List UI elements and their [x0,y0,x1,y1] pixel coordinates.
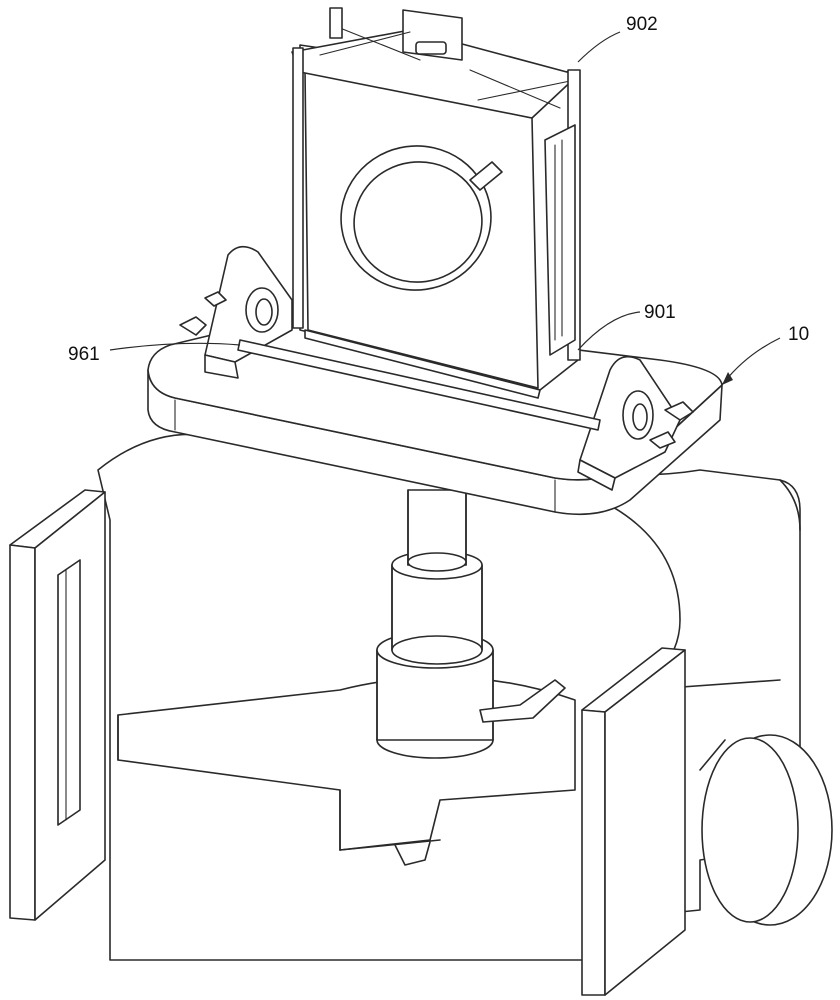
callout-901: 901 [644,302,676,323]
callout-902-leader [577,31,621,63]
right-side-block [581,647,686,996]
left-bracket [179,245,293,379]
camera-frame [291,7,581,399]
callout-902: 902 [626,14,658,35]
callout-10-arrow [722,372,733,385]
callout-10: 10 [788,324,809,345]
callout-961-leader [109,342,241,351]
wheel [699,734,833,926]
right-bracket [577,355,694,491]
callout-961: 961 [68,344,100,365]
central-column [376,489,566,759]
callout-901-leader [577,311,641,351]
left-side-block [9,489,106,921]
pivot-shaft [237,339,601,431]
